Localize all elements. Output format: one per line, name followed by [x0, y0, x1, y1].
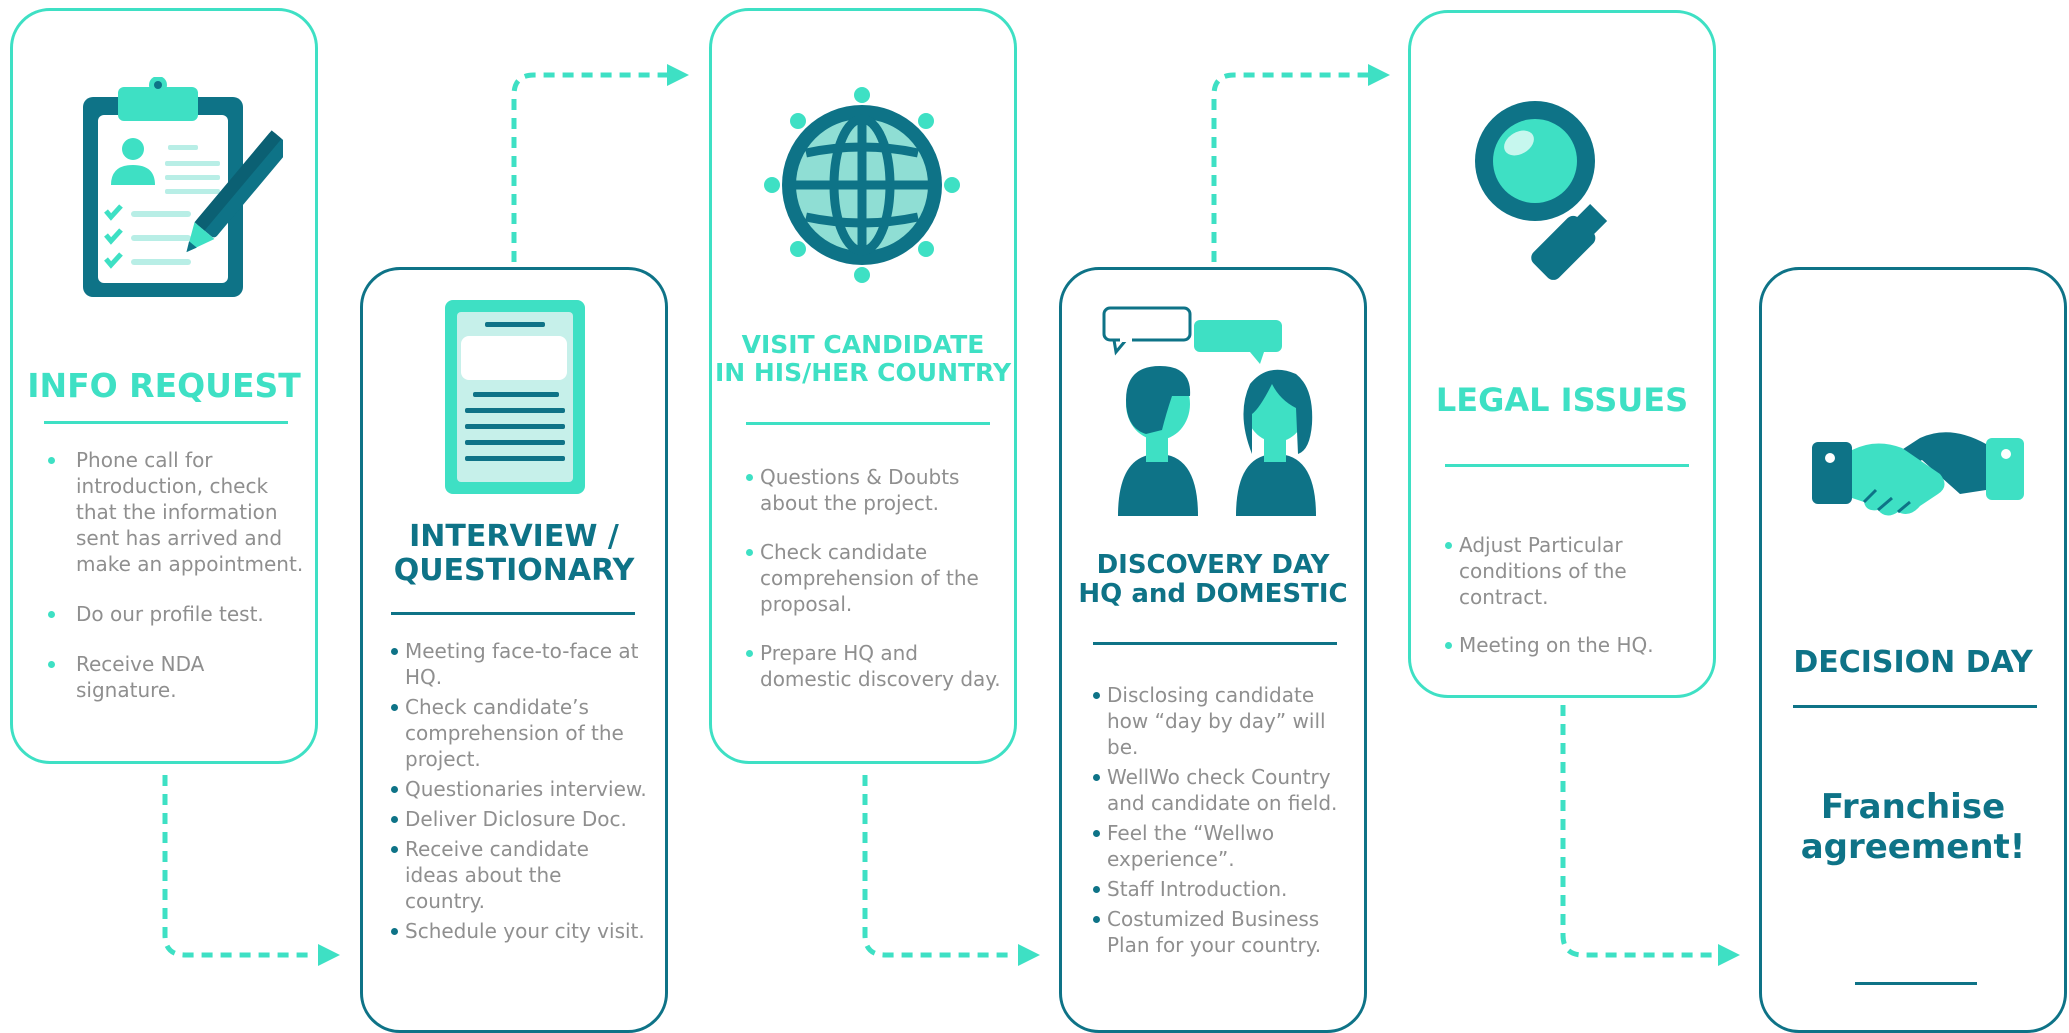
list-item: Schedule your city visit.	[391, 918, 647, 944]
step-title: DECISION DAY	[1793, 645, 2033, 680]
conversation-icon	[1102, 306, 1316, 516]
arrowhead-1	[318, 944, 340, 966]
step-interview: INTERVIEW / QUESTIONARY Meeting face-to-…	[360, 267, 668, 1033]
list-item: Check candidate comprehension of the pro…	[746, 539, 1002, 617]
title-divider	[1445, 464, 1689, 467]
bullet-list: Disclosing candidate how “day by day” wi…	[1093, 682, 1349, 958]
title-divider	[44, 421, 288, 424]
step-title-line: DISCOVERY DAY	[1096, 550, 1330, 580]
list-item: Do our profile test.	[44, 601, 304, 627]
step-title-line: INTERVIEW /	[409, 519, 619, 554]
connector-4-5	[1211, 72, 1368, 262]
connector-1-2	[162, 775, 315, 958]
step-title-line: HQ and DOMESTIC	[1078, 579, 1348, 610]
step-discovery-day: DISCOVERY DAY HQ and DOMESTIC Disclosing…	[1059, 267, 1367, 1033]
connector-3-4	[862, 775, 1015, 958]
connector-5-6	[1560, 705, 1715, 958]
arrowhead-5	[1718, 944, 1740, 966]
title-divider	[1093, 642, 1337, 645]
bullet-list: Meeting face-to-face at HQ. Check candid…	[391, 638, 647, 944]
list-item: Meeting on the HQ.	[1445, 632, 1701, 658]
step-title: INTERVIEW / QUESTIONARY	[363, 520, 665, 587]
final-outcome: Franchise agreement!	[1762, 787, 2064, 867]
list-item: Receive NDA signature.	[44, 651, 304, 703]
bottom-divider	[1855, 982, 1977, 985]
step-title: INFO REQUEST	[27, 366, 301, 405]
list-item: Receive candidate ideas about the countr…	[391, 836, 647, 914]
step-title: DISCOVERY DAY HQ and DOMESTIC	[1062, 550, 1364, 610]
bullet-list: Adjust Particular conditions of the cont…	[1445, 532, 1701, 658]
list-item: Phone call for introduction, check that …	[44, 447, 304, 577]
step-title-line: IN HIS/HER COUNTRY	[714, 358, 1012, 387]
step-title: VISIT CANDIDATE IN HIS/HER COUNTRY	[712, 331, 1014, 387]
list-item: Staff Introduction.	[1093, 876, 1349, 902]
list-item: Costumized Business Plan for your countr…	[1093, 906, 1349, 958]
step-info-request: INFO REQUEST Phone call for introduction…	[10, 8, 318, 764]
title-divider	[1793, 705, 2037, 708]
list-item: Disclosing candidate how “day by day” wi…	[1093, 682, 1349, 760]
step-visit-candidate: VISIT CANDIDATE IN HIS/HER COUNTRY Quest…	[709, 8, 1017, 764]
handshake-icon	[1812, 432, 2024, 516]
title-divider	[391, 612, 635, 615]
step-title-line: QUESTIONARY	[393, 552, 635, 588]
list-item: Questions & Doubts about the project.	[746, 464, 1002, 516]
list-item: WellWo check Country and candidate on fi…	[1093, 764, 1349, 816]
list-item: Check candidate’s comprehension of the p…	[391, 694, 647, 772]
final-outcome-line: Franchise	[1820, 787, 2006, 827]
final-outcome-line: agreement!	[1800, 827, 2026, 867]
step-legal-issues: LEGAL ISSUES Adjust Particular condition…	[1408, 10, 1716, 698]
connector-2-3	[511, 72, 667, 262]
step-decision-day: DECISION DAY Franchise agreement!	[1759, 267, 2067, 1033]
bullet-list: Phone call for introduction, check that …	[44, 447, 304, 703]
title-divider	[746, 422, 990, 425]
list-item: Meeting face-to-face at HQ.	[391, 638, 647, 690]
step-title-line: VISIT CANDIDATE	[741, 330, 985, 359]
step-title: LEGAL ISSUES	[1435, 381, 1689, 419]
document-icon	[445, 300, 585, 494]
arrowhead-2	[667, 64, 689, 86]
arrowhead-4	[1368, 64, 1390, 86]
globe-icon	[764, 87, 960, 283]
list-item: Deliver Diclosure Doc.	[391, 806, 647, 832]
list-item: Feel the “Wellwo experience”.	[1093, 820, 1349, 872]
list-item: Prepare HQ and domestic discovery day.	[746, 640, 1002, 692]
clipboard-icon	[83, 77, 283, 297]
list-item: Questionaries interview.	[391, 776, 647, 802]
magnifier-icon	[1475, 101, 1608, 280]
list-item: Adjust Particular conditions of the cont…	[1445, 532, 1701, 610]
arrowhead-3	[1018, 944, 1040, 966]
bullet-list: Questions & Doubts about the project. Ch…	[746, 464, 1002, 692]
